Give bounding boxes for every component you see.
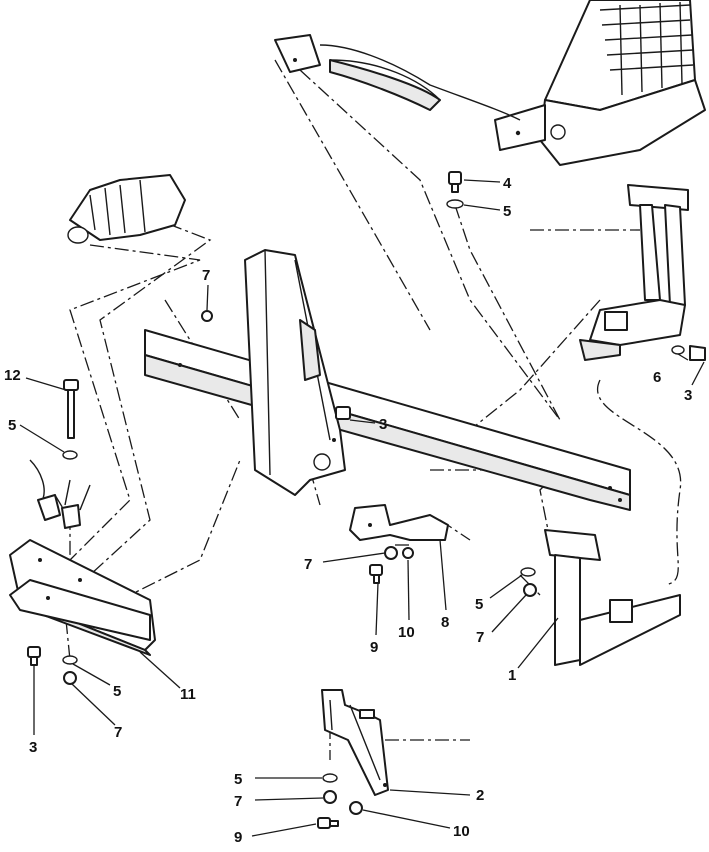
callout-6: 6 (653, 369, 661, 386)
washer-10-center (402, 547, 414, 559)
bracket-2 (321, 689, 389, 796)
side-bracket (244, 249, 346, 496)
bracket-8 (349, 504, 449, 541)
assembly-lines (54, 59, 682, 760)
callout-9: 9 (370, 639, 378, 656)
callout-4: 4 (503, 175, 512, 192)
callout-8: 8 (441, 614, 449, 631)
callout-5: 5 (8, 417, 16, 434)
washer-5-left (62, 450, 78, 460)
nut-7-right (523, 583, 537, 597)
bolt-4 (448, 171, 462, 193)
main-frame-rail (144, 329, 631, 511)
callout-5: 5 (234, 771, 242, 788)
callout-5: 5 (475, 596, 483, 613)
callout-3: 3 (684, 387, 692, 404)
upper-support-bracket (579, 184, 689, 361)
radiator-hose (274, 34, 521, 121)
callout-3: 3 (29, 739, 37, 756)
nut-7-center (384, 546, 398, 560)
washer-5-bottom (322, 773, 338, 783)
bolt-3-right (689, 345, 706, 361)
callout-11: 11 (180, 686, 196, 703)
nut-7-lower-left (63, 671, 77, 685)
washer-5-right (520, 567, 536, 577)
washer-5-lower-left (62, 655, 78, 665)
mount-plate-11 (9, 539, 156, 656)
callout-7: 7 (114, 724, 122, 741)
callout-7: 7 (202, 267, 210, 284)
callout-9: 9 (234, 829, 242, 846)
frame-fragment-left (29, 459, 91, 529)
nut-7-bottom (323, 790, 337, 804)
bolt-3-center (335, 406, 351, 420)
engine-component (67, 174, 186, 244)
support-bracket-1 (544, 529, 681, 666)
callout-7: 7 (476, 629, 484, 646)
radiator-assembly (494, 0, 706, 166)
callout-labels: 4 5 7 12 5 3 6 3 7 9 10 8 5 7 1 3 5 7 11… (4, 175, 692, 846)
leader-lines (19, 179, 705, 837)
callout-10: 10 (398, 624, 415, 641)
callout-5: 5 (503, 203, 511, 220)
callout-5: 5 (113, 683, 121, 700)
callout-12: 12 (4, 367, 21, 384)
bolt-3-left (27, 646, 41, 666)
washer-6 (671, 345, 685, 355)
callout-3: 3 (379, 416, 387, 433)
bolt-9-center (369, 564, 383, 584)
washer-10-bottom (349, 801, 363, 815)
bolt-9-bottom (317, 817, 339, 829)
nut-7-upper (201, 310, 213, 322)
callout-7: 7 (304, 556, 312, 573)
callout-10: 10 (453, 823, 470, 840)
callout-1: 1 (508, 667, 516, 684)
callout-2: 2 (476, 787, 484, 804)
washer-5-top (446, 199, 464, 209)
bolt-12 (63, 379, 79, 439)
callout-7: 7 (234, 793, 242, 810)
